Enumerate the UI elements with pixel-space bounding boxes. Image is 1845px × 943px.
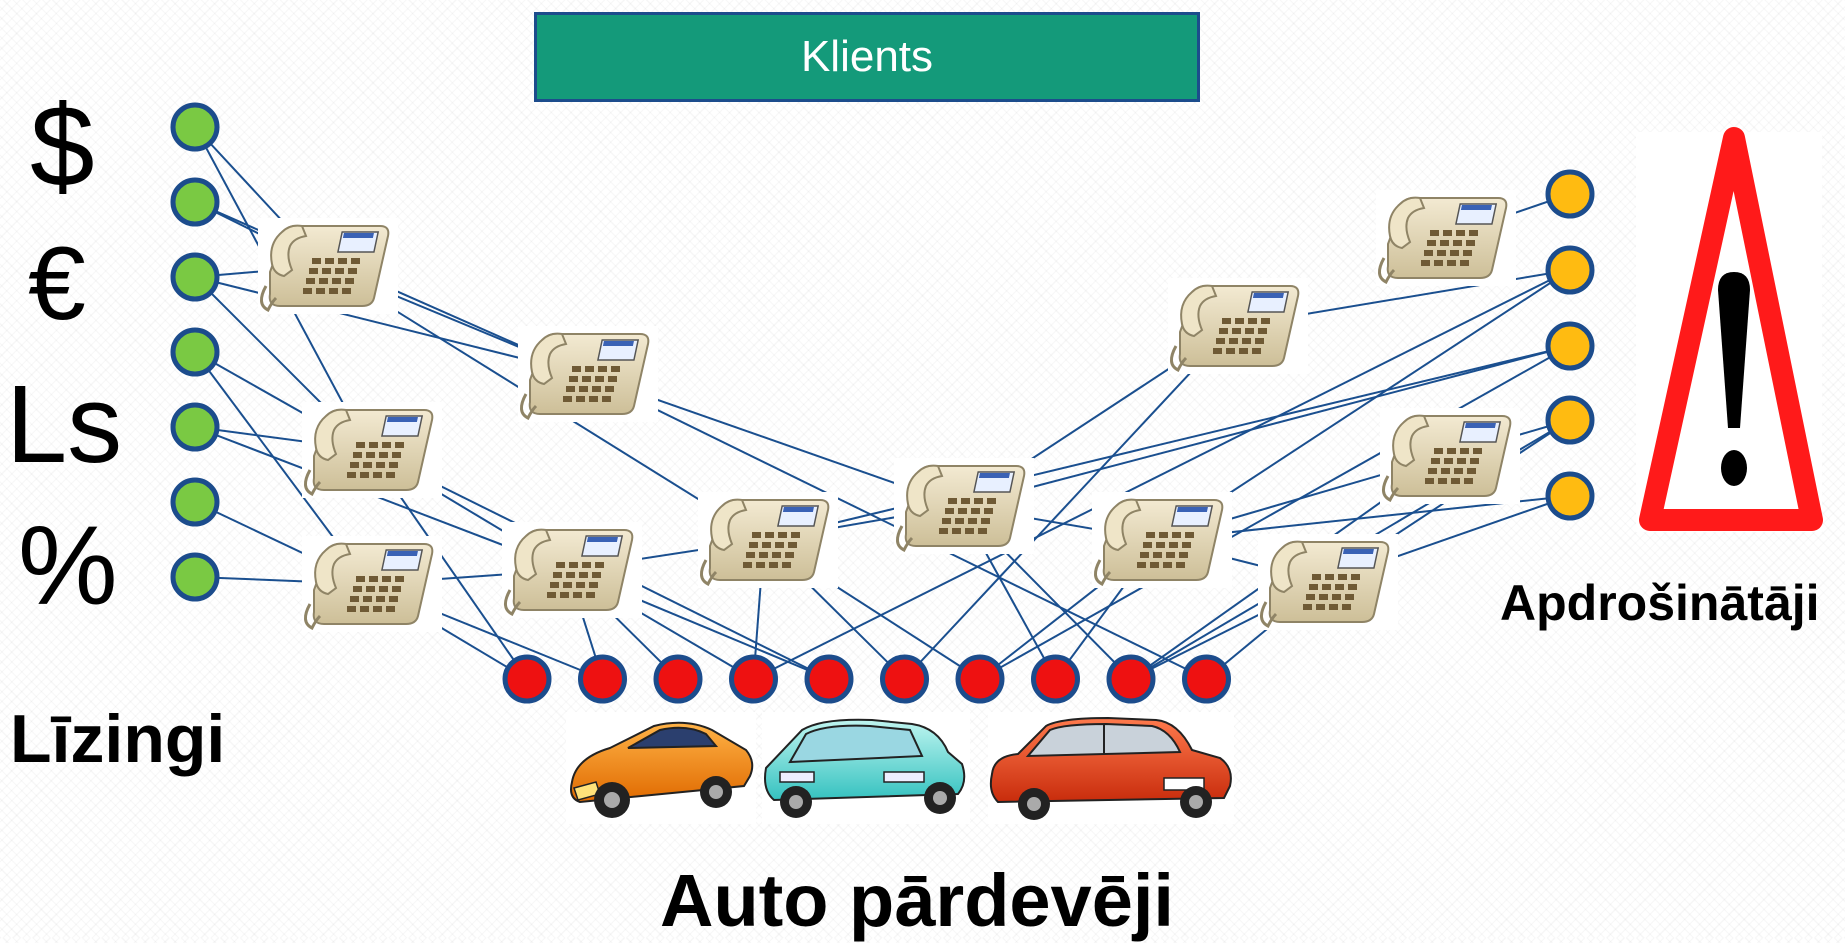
lizingi-node <box>170 552 220 602</box>
dollar-symbol: $ <box>30 81 95 211</box>
percent-symbol: % <box>18 503 118 628</box>
auto-pardeveji-node <box>502 654 552 704</box>
auto-pardeveji-node <box>955 654 1005 704</box>
telephone-icon <box>502 522 642 618</box>
auto-pardeveji-node <box>880 654 929 704</box>
telephone-icon <box>302 536 442 632</box>
link-insurer-dealer <box>753 269 1571 680</box>
telephone-icon <box>258 218 398 314</box>
nodes-layer <box>170 102 1595 704</box>
phones-layer <box>258 190 1520 632</box>
cars-image <box>566 712 1234 824</box>
auto-pardeveji-node <box>729 654 778 704</box>
link-insurer-dealer <box>979 345 1571 680</box>
warning-sign-icon <box>1636 127 1823 532</box>
apdrosinataji-node <box>1545 245 1595 295</box>
telephone-icon <box>1376 190 1516 286</box>
euro-symbol: € <box>28 226 86 342</box>
telephone-icon <box>1258 534 1398 630</box>
auto-pardeveji-label: Auto pārdevēji <box>660 859 1174 942</box>
telephone-icon <box>1092 492 1232 588</box>
auto-pardeveji-node <box>804 654 854 704</box>
orange-sports-car-icon <box>566 712 756 824</box>
telephone-icon <box>1168 278 1308 374</box>
lizingi-node <box>170 102 220 152</box>
telephone-icon <box>518 326 658 422</box>
klients-header-box: Klients <box>534 12 1200 102</box>
apdrosinataji-node <box>1545 471 1595 521</box>
auto-pardeveji-node <box>1031 654 1080 704</box>
lizingi-node <box>170 177 220 227</box>
lizingi-node <box>170 477 220 527</box>
lizingi-label: Līzingi <box>10 701 226 777</box>
telephone-icon <box>894 458 1034 554</box>
apdrosinataji-label: Apdrošinātāji <box>1500 575 1820 631</box>
lizingi-node <box>170 327 220 377</box>
apdrosinataji-node <box>1545 395 1595 445</box>
apdrosinataji-node <box>1545 169 1595 219</box>
lizingi-node <box>170 252 220 302</box>
auto-pardeveji-node <box>653 654 703 704</box>
klients-label: Klients <box>800 32 934 81</box>
auto-pardeveji-node <box>1182 654 1231 704</box>
link-insurer-phone <box>959 345 1571 507</box>
auto-pardeveji-node <box>1106 654 1156 704</box>
telephone-icon <box>1380 408 1520 504</box>
cyan-hatchback-icon <box>762 712 970 824</box>
apdrosinataji-node <box>1545 321 1595 371</box>
telephone-icon <box>698 492 838 588</box>
auto-pardeveji-node <box>578 654 627 704</box>
telephone-icon <box>302 402 442 498</box>
lizingi-node <box>170 402 220 452</box>
link-phone-dealer <box>903 325 1235 680</box>
lats-symbol: Ls <box>6 363 123 486</box>
red-sedan-icon <box>988 712 1234 824</box>
